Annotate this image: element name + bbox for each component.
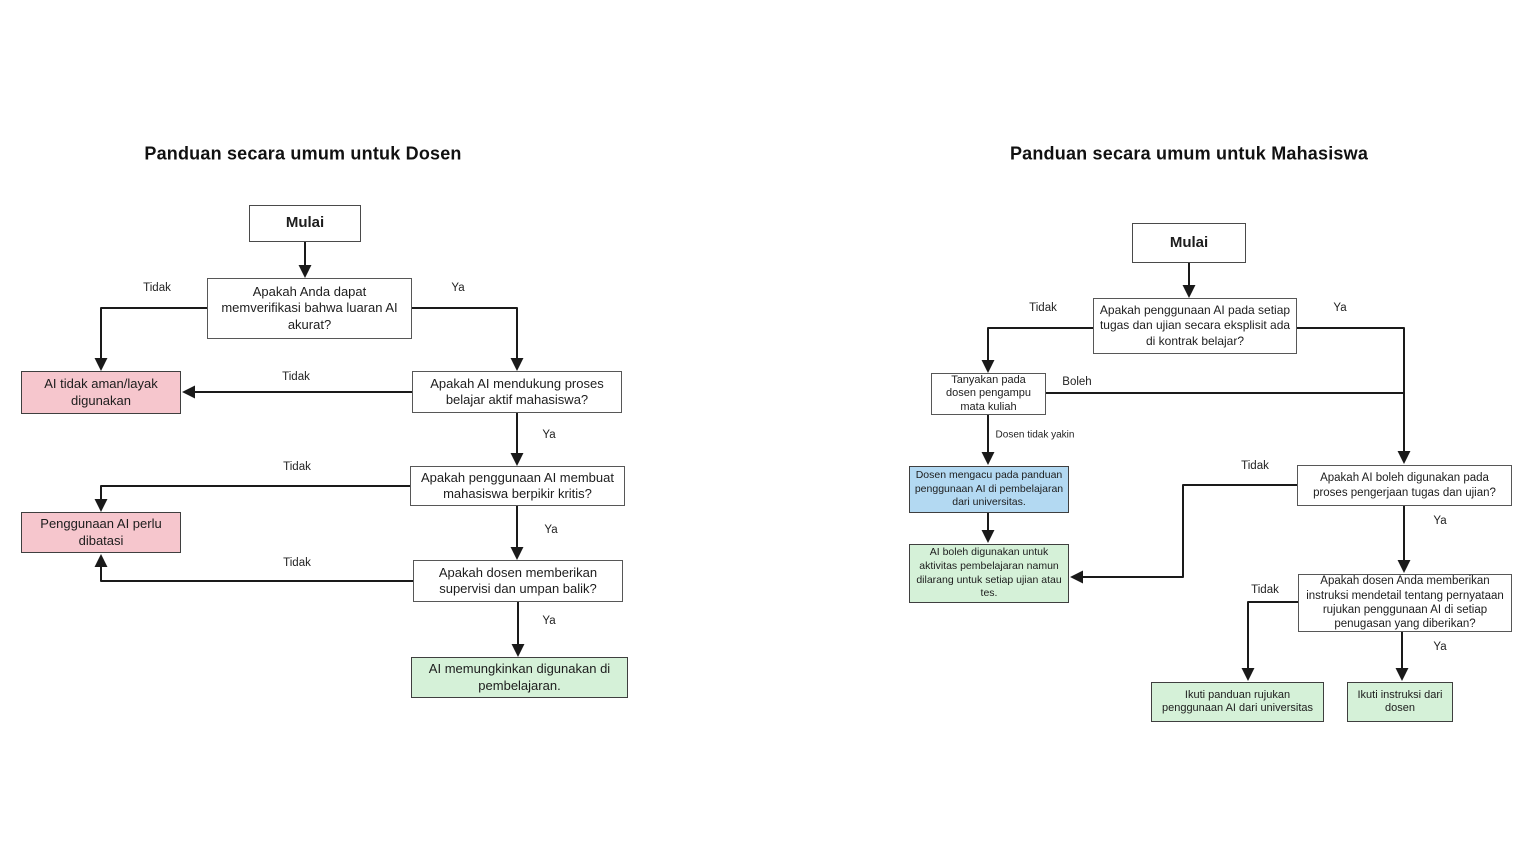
left-label-supervision-yes: Ya <box>542 615 556 627</box>
right-node-follow-university: Ikuti panduan rujukan penggunaan AI dari… <box>1151 682 1324 722</box>
right-edge-contract-no-line <box>981 327 1093 373</box>
left-node-result-allowed: AI memungkinkan digunakan di pembelajara… <box>411 657 628 698</box>
left-node-q-critical-thinking: Apakah penggunaan AI membuat mahasiswa b… <box>410 466 625 506</box>
left-label-critical-no: Tidak <box>283 461 311 473</box>
left-edge-supervision-no-line <box>94 554 413 582</box>
right-label-ask-allowed: Boleh <box>1062 376 1092 388</box>
left-label-critical-yes: Ya <box>544 524 558 536</box>
right-edge-tasks-no-line <box>1070 484 1297 584</box>
right-chart-title: Panduan secara umum untuk Mahasiswa <box>1009 143 1369 164</box>
right-node-ask-lecturer: Tanyakan pada dosen pengampu mata kuliah <box>931 373 1046 415</box>
left-label-active-yes: Ya <box>542 429 556 441</box>
right-label-contract-no: Tidak <box>1029 302 1057 314</box>
left-node-q-verify: Apakah Anda dapat memverifikasi bahwa lu… <box>207 278 412 339</box>
left-edge-critical-no-line <box>94 485 410 512</box>
right-label-instructions-no: Tidak <box>1251 584 1279 596</box>
right-node-refer-university: Dosen mengacu pada panduan penggunaan AI… <box>909 466 1069 513</box>
right-label-instructions-yes: Ya <box>1433 641 1447 653</box>
right-edge-contract-yes-line <box>1297 327 1411 464</box>
right-label-ask-unsure: Dosen tidak yakin <box>995 429 1075 441</box>
left-chart-title: Panduan secara umum untuk Dosen <box>144 143 462 164</box>
left-label-verify-no: Tidak <box>143 282 171 294</box>
left-edge-verify-yes-line <box>412 307 524 371</box>
left-edge-verify-no-line <box>94 307 207 371</box>
left-label-verify-yes: Ya <box>451 282 465 294</box>
right-label-tasks-yes: Ya <box>1433 515 1447 527</box>
right-node-allowed-learning: AI boleh digunakan untuk aktivitas pembe… <box>909 544 1069 603</box>
right-node-q-detailed-instructions: Apakah dosen Anda memberikan instruksi m… <box>1298 574 1512 632</box>
left-label-supervision-no: Tidak <box>283 557 311 569</box>
left-node-q-active-learning: Apakah AI mendukung proses belajar aktif… <box>412 371 622 413</box>
left-node-result-unsafe: AI tidak aman/layak digunakan <box>21 371 181 414</box>
left-label-active-no: Tidak <box>282 371 310 383</box>
left-node-result-restrict: Penggunaan AI perlu dibatasi <box>21 512 181 553</box>
right-node-q-allowed-tasks: Apakah AI boleh digunakan pada proses pe… <box>1297 465 1512 506</box>
right-node-follow-lecturer: Ikuti instruksi dari dosen <box>1347 682 1453 722</box>
right-node-start: Mulai <box>1132 223 1246 263</box>
left-node-q-supervision: Apakah dosen memberikan supervisi dan um… <box>413 560 623 602</box>
right-label-contract-yes: Ya <box>1333 302 1347 314</box>
right-edge-instructions-no-line <box>1241 601 1298 681</box>
right-label-tasks-no: Tidak <box>1241 460 1269 472</box>
left-node-start: Mulai <box>249 205 361 242</box>
right-node-q-contract: Apakah penggunaan AI pada setiap tugas d… <box>1093 298 1297 354</box>
